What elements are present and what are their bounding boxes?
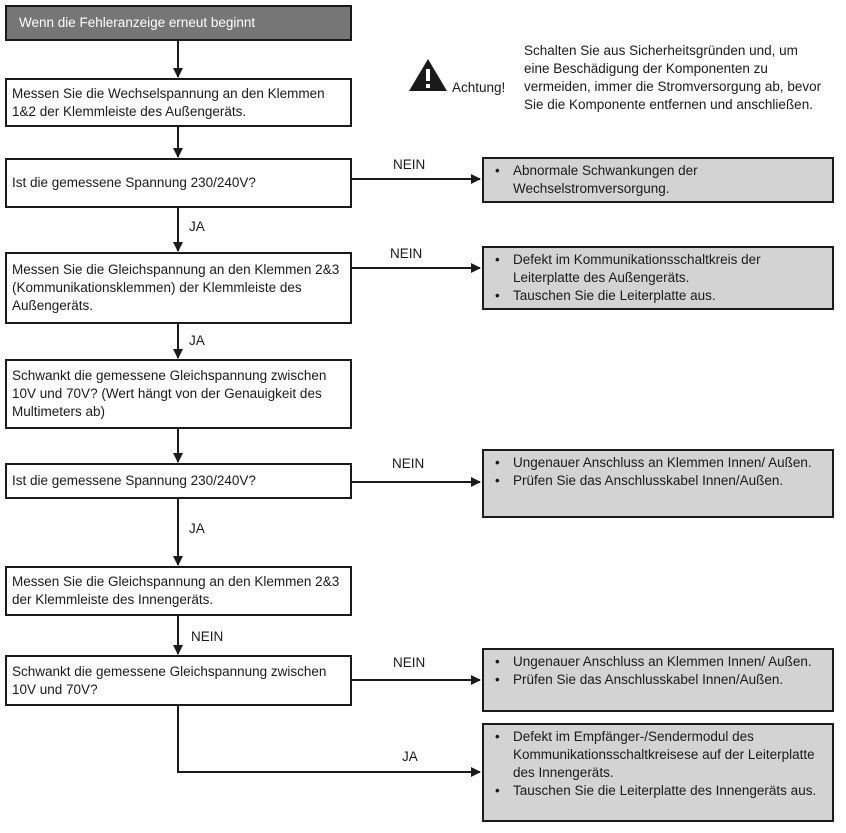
warning-text: Schalten Sie aus Sicherheitsgründen und,… [524, 43, 822, 112]
result-outdoor-pcb-defect: Defekt im Kommunikationsschaltkreis der … [482, 246, 834, 310]
result-item: Defekt im Kommunikationsschaltkreis der … [495, 251, 827, 287]
step-text: Schwankt die gemessene Gleichspannung zw… [12, 663, 327, 697]
warning-triangle-icon [409, 59, 447, 91]
result-list: Ungenauer Anschluss an Klemmen Innen/ Au… [489, 653, 812, 689]
result-item: Ungenauer Anschluss an Klemmen Innen/ Au… [495, 653, 812, 671]
step-measure-dc-outdoor: Messen Sie die Gleichspannung an den Kle… [5, 252, 352, 324]
step-measure-ac-outdoor: Messen Sie die Wechselspannung an den Kl… [5, 78, 352, 127]
label-nein-3: NEIN [392, 456, 425, 471]
result-list: Defekt im Empfänger-/Sendermodul des Kom… [489, 728, 827, 800]
step-text: Messen Sie die Gleichspannung an den Kle… [12, 262, 340, 313]
result-item: Prüfen Sie das Anschlusskabel Innen/Auße… [495, 671, 812, 689]
result-ac-fluctuation: Abnormale Schwankungen der Wechselstromv… [482, 157, 834, 203]
label-nein-5: NEIN [393, 655, 426, 670]
result-list: Defekt im Kommunikationsschaltkreis der … [489, 251, 827, 305]
result-item: Tauschen Sie die Leiterplatte aus. [495, 287, 827, 305]
result-connection-check-2: Ungenauer Anschluss an Klemmen Innen/ Au… [482, 648, 834, 712]
arrow-s7-to-r5 [177, 705, 481, 777]
label-ja-2: JA [189, 333, 205, 348]
result-item: Prüfen Sie das Anschlusskabel Innen/Auße… [495, 472, 812, 490]
step-check-voltage-1: Ist die gemessene Spannung 230/240V? [5, 158, 352, 208]
result-connection-check-1: Ungenauer Anschluss an Klemmen Innen/ Au… [482, 449, 834, 518]
step-text: Schwankt die gemessene Gleichspannung zw… [12, 368, 327, 419]
step-text: Ist die gemessene Spannung 230/240V? [12, 473, 256, 488]
result-item: Tauschen Sie die Leiterplatte des Inneng… [495, 782, 827, 800]
result-item: Defekt im Empfänger-/Sendermodul des Kom… [495, 728, 827, 782]
result-item: Abnormale Schwankungen der Wechselstromv… [495, 162, 827, 198]
step-text: Ist die gemessene Spannung 230/240V? [12, 175, 256, 190]
step-measure-dc-indoor: Messen Sie die Gleichspannung an den Kle… [5, 566, 352, 616]
label-nein-4: NEIN [191, 629, 224, 644]
label-ja-5: JA [402, 749, 418, 764]
result-list: Ungenauer Anschluss an Klemmen Innen/ Au… [489, 454, 812, 490]
label-nein-2: NEIN [390, 246, 423, 261]
step-check-dc-fluctuation-1: Schwankt die gemessene Gleichspannung zw… [5, 359, 352, 429]
warning-label: Achtung! [452, 80, 506, 95]
step-text: Messen Sie die Wechselspannung an den Kl… [12, 85, 325, 119]
header-box: Wenn die Fehleranzeige erneut beginnt [5, 5, 352, 41]
step-check-voltage-2: Ist die gemessene Spannung 230/240V? [5, 463, 352, 499]
step-text: Messen Sie die Gleichspannung an den Kle… [12, 574, 340, 607]
result-item: Ungenauer Anschluss an Klemmen Innen/ Au… [495, 454, 812, 472]
header-title: Wenn die Fehleranzeige erneut beginnt [19, 15, 256, 30]
label-ja-3: JA [189, 521, 205, 536]
label-nein-1: NEIN [393, 157, 426, 172]
label-ja-1: JA [189, 219, 205, 234]
result-indoor-module-defect: Defekt im Empfänger-/Sendermodul des Kom… [482, 723, 834, 822]
result-list: Abnormale Schwankungen der Wechselstromv… [489, 162, 827, 198]
step-check-dc-fluctuation-2: Schwankt die gemessene Gleichspannung zw… [5, 655, 352, 706]
